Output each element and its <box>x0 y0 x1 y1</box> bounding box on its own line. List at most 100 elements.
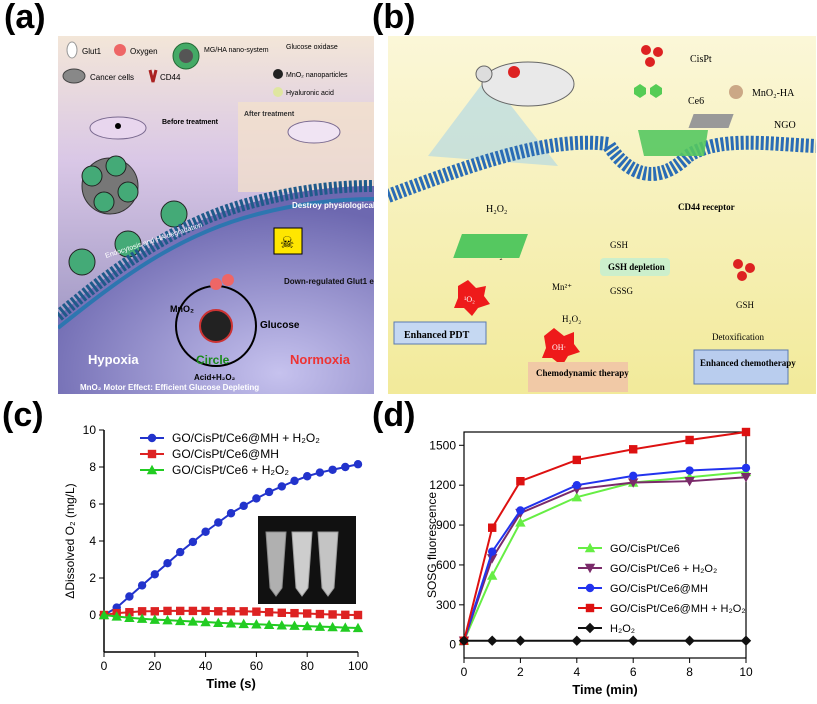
data-point <box>488 547 497 556</box>
legend-cancer: Cancer cells <box>90 73 134 82</box>
data-point <box>571 491 582 502</box>
data-point <box>187 616 199 626</box>
legend-label: GO/CisPt/Ce6 + H₂O₂ <box>610 563 717 575</box>
y-tick-label: 0 <box>449 638 456 652</box>
y-tick-label: 8 <box>89 460 96 474</box>
legend-marker <box>585 603 595 613</box>
b-singlet: ¹O₂ <box>464 295 475 304</box>
data-point <box>315 609 325 619</box>
data-point <box>124 612 135 622</box>
normoxia-label: Normoxia <box>290 352 351 367</box>
data-point <box>201 527 210 536</box>
data-point <box>302 620 313 631</box>
data-point <box>629 471 638 481</box>
legend-marker <box>584 563 596 574</box>
series-2 <box>98 609 364 633</box>
before-treatment: Before treatment <box>162 119 219 126</box>
legend-marker <box>147 433 157 443</box>
y-axis-label: SOSG fluorescence <box>425 492 439 598</box>
series-0 <box>458 466 752 645</box>
series-1 <box>99 606 363 620</box>
data-point <box>516 506 525 515</box>
legend-label: GO/CisPt/Ce6@MH <box>610 583 708 595</box>
data-point <box>149 614 160 624</box>
data-point <box>353 610 363 620</box>
singlet-oxygen-burst <box>454 280 490 316</box>
panel-label-d: (d) <box>372 396 416 434</box>
data-point <box>684 476 695 487</box>
data-point <box>487 570 498 580</box>
legend-oxygen: Oxygen <box>130 47 158 56</box>
series-0 <box>99 460 363 620</box>
legend-label: GO/CisPt/Ce6@MH + H₂O₂ <box>172 431 320 445</box>
data-point <box>515 635 526 646</box>
cycle-mno2: MnO₂ <box>170 304 194 314</box>
legend-label: H₂O₂ <box>610 623 635 635</box>
data-point <box>314 621 326 631</box>
legend-entry: GO/CisPt/Ce6 + H₂O₂ <box>578 563 717 575</box>
oh-radical-burst <box>542 328 580 366</box>
x-axis-label: Time (min) <box>572 682 638 697</box>
b-mn2: Mn²⁺ <box>552 282 572 292</box>
data-point <box>685 466 694 475</box>
legend-label: GO/CisPt/Ce6@MH <box>172 447 279 461</box>
legend-label: GO/CisPt/Ce6@MH + H₂O₂ <box>610 603 746 615</box>
data-point <box>290 476 299 486</box>
y-tick-label: 10 <box>83 423 97 437</box>
nanoparticle-cluster <box>68 155 188 276</box>
legend-ce6: Ce6 <box>688 96 704 107</box>
data-point <box>328 610 337 619</box>
data-point <box>188 537 198 547</box>
legend-gox: Glucose oxidase <box>286 44 338 51</box>
data-point <box>251 619 262 629</box>
b-chemodynamic: Chemodynamic therapy <box>536 368 629 378</box>
data-point <box>252 607 261 616</box>
legend-entry: GO/CisPt/Ce6@MH <box>578 583 708 595</box>
data-point <box>684 635 695 646</box>
legend-mno2ha: MnO₂-HA <box>752 88 795 99</box>
y-tick-label: 300 <box>436 598 456 612</box>
hazard-icon <box>273 227 303 255</box>
y-tick-label: 1200 <box>429 478 456 492</box>
legend-mno2: MnO₂ nanoparticles <box>286 72 348 79</box>
data-point <box>341 610 350 620</box>
data-point <box>741 427 751 437</box>
data-point <box>352 622 364 633</box>
series-2 <box>459 463 751 645</box>
data-point <box>264 487 274 497</box>
tube <box>291 531 313 597</box>
x-axis-label: Time (s) <box>206 676 256 691</box>
y-tick-label: 4 <box>89 534 96 548</box>
mouse-icon <box>481 61 575 107</box>
x-tick-label: 80 <box>301 659 315 673</box>
data-point <box>176 547 185 557</box>
b-oh: OH· <box>552 343 566 352</box>
hypoxia-label: Hypoxia <box>88 352 139 367</box>
data-point <box>629 445 638 454</box>
data-point <box>239 501 248 511</box>
data-point <box>162 614 173 625</box>
data-point <box>277 608 286 617</box>
x-tick-label: 100 <box>348 659 368 673</box>
data-point <box>98 609 110 620</box>
a-legend: Glut1 Oxygen MG/HA nano-system Glucose o… <box>62 41 348 97</box>
data-point <box>137 581 147 590</box>
data-point <box>226 509 236 518</box>
legend-label: GO/CisPt/Ce6 <box>610 543 680 555</box>
b-detox: Detoxification <box>712 332 764 342</box>
legend-marker <box>584 622 596 634</box>
legend-marker <box>585 583 595 593</box>
data-point <box>628 478 639 488</box>
tube <box>317 531 339 597</box>
data-point <box>740 473 752 483</box>
data-point <box>353 460 363 469</box>
b-chemo: Enhanced chemotherapy <box>700 358 796 368</box>
data-point <box>276 620 287 630</box>
data-point <box>289 620 300 630</box>
data-point <box>572 455 581 465</box>
cd44-receptor-label: CD44 receptor <box>678 202 735 212</box>
cycle-circle-label: Circle <box>196 353 230 367</box>
legend-entry: GO/CisPt/Ce6 <box>578 542 680 555</box>
gsh-depletion-label: GSH depletion <box>608 262 665 272</box>
